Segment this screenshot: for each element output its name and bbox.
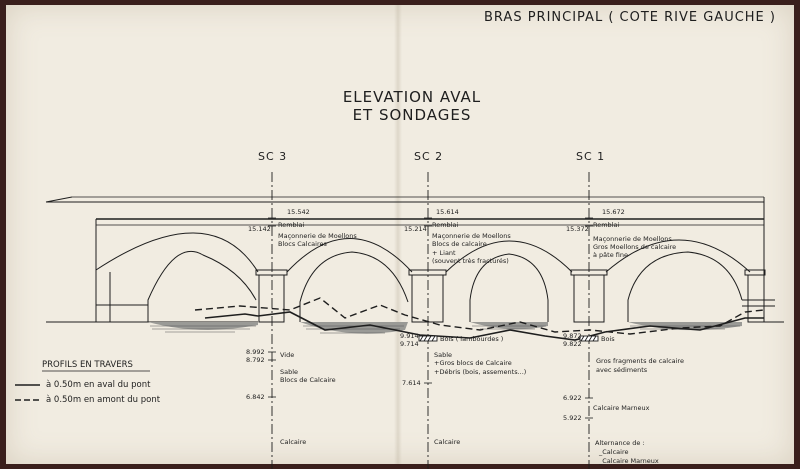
sc1-alternance: Alternance de : [595, 439, 645, 447]
sc2-masonry2: Blocs de calcaire [432, 240, 487, 248]
sc2-sable: Sable [434, 351, 453, 359]
arch-1-inner [147, 250, 257, 322]
pier-1 [258, 274, 285, 323]
sc2-remblai: Remblai [432, 221, 459, 229]
paper-fold [394, 5, 402, 464]
sc3-level-vide-top: 8.992 [246, 348, 265, 356]
riverbed-fill-3 [470, 322, 548, 330]
sc1-remblai: Remblai [593, 221, 620, 229]
sc2-level-top: 15.614 [436, 208, 459, 216]
sc3-level-top: 15.542 [287, 208, 310, 216]
arch-3-outer [445, 240, 573, 273]
sc2-gros-blocs: +Gros blocs de Calcaire [434, 359, 512, 367]
riverbed-fill-2 [300, 322, 408, 334]
sc2-level-bois-bottom: 9.714 [400, 340, 419, 348]
sc1-level-remblai: 15.372 [566, 225, 589, 233]
sc1-gros-frag1: Gros fragments de calcaire [596, 357, 684, 365]
sc2-label: SC 2 [414, 150, 444, 163]
arch-4-outer [605, 239, 751, 273]
sc3-label: SC 3 [258, 150, 288, 163]
arch-3-inner [469, 253, 549, 322]
sc2-calcaire: Calcaire [434, 438, 461, 446]
sc3-blocs: Blocs de Calcaire [280, 376, 336, 384]
sc2-masonry4: (souvent très fracturés) [432, 257, 509, 265]
pier-2 [411, 274, 444, 323]
sc2-masonry3: + Liant [432, 249, 456, 257]
drawing-sheet [6, 5, 794, 464]
sc1-level-top: 15.672 [602, 208, 625, 216]
sc2-level-calc: 7.614 [402, 379, 421, 387]
pier-1-cap [255, 269, 288, 276]
arch-4-inner [627, 251, 743, 322]
sc1-gros-frag2: avec sédiments [596, 366, 648, 374]
sc1-alt2: _Calcaire Marneux [599, 457, 659, 465]
sc3-level-remblai: 15.142 [248, 225, 271, 233]
sc2-debris: +Débris (bois, assements...) [434, 368, 527, 376]
arch-2-inner [299, 251, 409, 322]
sc3-sable: Sable [280, 368, 299, 376]
arch-1-outer [95, 232, 259, 273]
sc3-remblai: Remblai [278, 221, 305, 229]
sc1-level-bois-top: 9.872 [563, 332, 582, 340]
arch-2-outer [286, 238, 413, 273]
sc2-level-bois-top: 9.914 [400, 332, 419, 340]
sc1-masonry3: à pâte fine [593, 251, 628, 259]
sc3-vide: Vide [280, 351, 295, 359]
sc2-masonry1: Maçonnerie de Moellons [432, 232, 511, 240]
sc3-level-vide-bottom: 8.792 [246, 356, 265, 364]
sheet-header: BRAS PRINCIPAL ( COTE RIVE GAUCHE ) [484, 10, 776, 25]
sc3-masonry1: Maçonnerie de Moellons [278, 232, 357, 240]
sc1-level-alt: 5.922 [563, 414, 582, 422]
sc3-masonry2: Blocs Calcaires [278, 240, 327, 248]
drawing-title-line1: ELEVATION AVAL [342, 88, 482, 106]
legend-title: PROFILS EN TRAVERS [42, 360, 133, 370]
drawing-title-line2: ET SONDAGES [352, 106, 472, 124]
profile-amont-dashed [194, 297, 765, 335]
sc3-level-calc: 6.842 [246, 393, 265, 401]
sc1-masonry2: Gros Moellons de calcaire [593, 243, 677, 251]
legend-solid-label: à 0.50m en aval du pont [46, 380, 151, 390]
sc1-bois: Bois [601, 335, 615, 343]
sc1-level-marn: 6.922 [563, 394, 582, 402]
sc1-masonry1: Maçonnerie de Moellons [593, 235, 672, 243]
deck-end-left [45, 196, 73, 203]
sc1-label: SC 1 [576, 150, 606, 163]
legend-dashed-label: à 0.50m en amont du pont [46, 395, 161, 405]
sc2-bois: Bois ( lambourdes ) [440, 335, 504, 343]
sc2-level-remblai: 15.214 [404, 225, 427, 233]
pier-2-cap [408, 269, 447, 276]
sc1-marneux: Calcaire Marneux [593, 404, 650, 412]
sc3-calcaire: Calcaire [280, 438, 307, 446]
sc1-level-bois-bottom: 9.822 [563, 340, 582, 348]
sc1-alt1: _Calcaire [599, 448, 629, 456]
